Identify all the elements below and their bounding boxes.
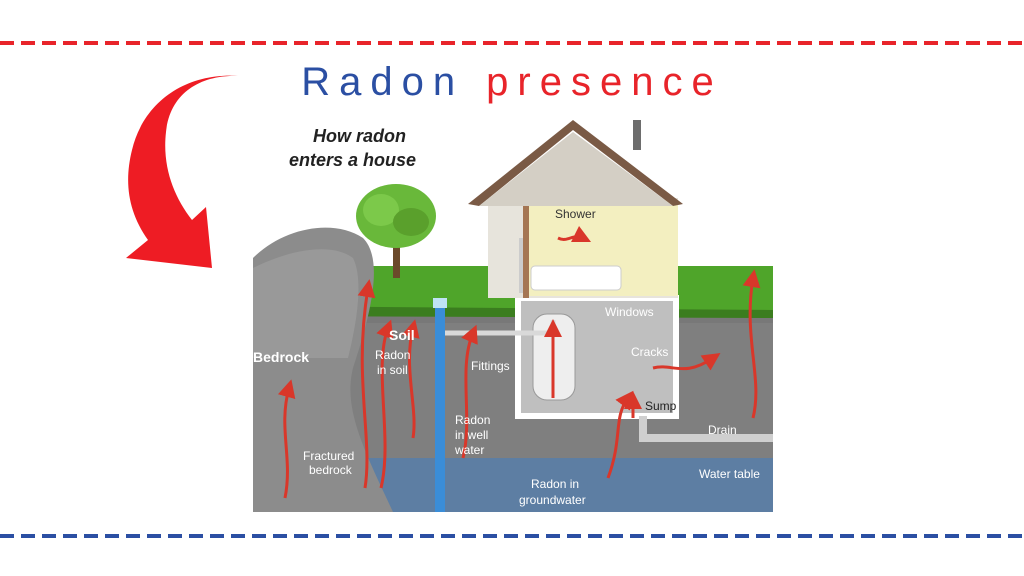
drain-pipe — [639, 416, 773, 442]
bottom-dashed-divider — [0, 534, 1024, 538]
label-cracks: Cracks — [631, 345, 668, 359]
label-radon-well-3: water — [454, 443, 484, 457]
well-pipe — [435, 298, 445, 512]
label-drain: Drain — [708, 423, 737, 437]
bathtub — [530, 265, 622, 291]
label-groundwater-2: groundwater — [519, 493, 586, 507]
label-water-table: Water table — [699, 467, 760, 481]
radon-house-diagram: How radon enters a house Shower Windows … — [253, 118, 773, 512]
label-radon-in-soil-1: Radon — [375, 348, 410, 362]
page-title: Radon presence — [0, 58, 1024, 106]
roof — [468, 120, 683, 206]
label-fractured-1: Fractured — [303, 449, 354, 463]
title-word-radon: Radon — [301, 60, 465, 104]
label-radon-in-soil-2: in soil — [377, 363, 408, 377]
tree-trunk — [393, 228, 400, 278]
label-windows: Windows — [605, 305, 654, 319]
label-bedrock: Bedrock — [253, 349, 309, 365]
label-shower: Shower — [555, 207, 596, 221]
label-radon-well-2: in well — [455, 428, 488, 442]
label-groundwater-1: Radon in — [531, 477, 579, 491]
label-radon-well-1: Radon — [455, 413, 490, 427]
label-soil: Soil — [389, 327, 415, 343]
diagram-heading-line1: How radon — [313, 126, 406, 146]
label-fractured-2: bedrock — [309, 463, 353, 477]
label-fittings: Fittings — [471, 359, 510, 373]
title-word-presence: presence — [486, 60, 723, 104]
diagram-heading-line2: enters a house — [289, 150, 416, 170]
top-dashed-divider — [0, 41, 1024, 45]
curved-arrow-icon — [126, 75, 240, 268]
label-sump: Sump — [645, 399, 677, 413]
